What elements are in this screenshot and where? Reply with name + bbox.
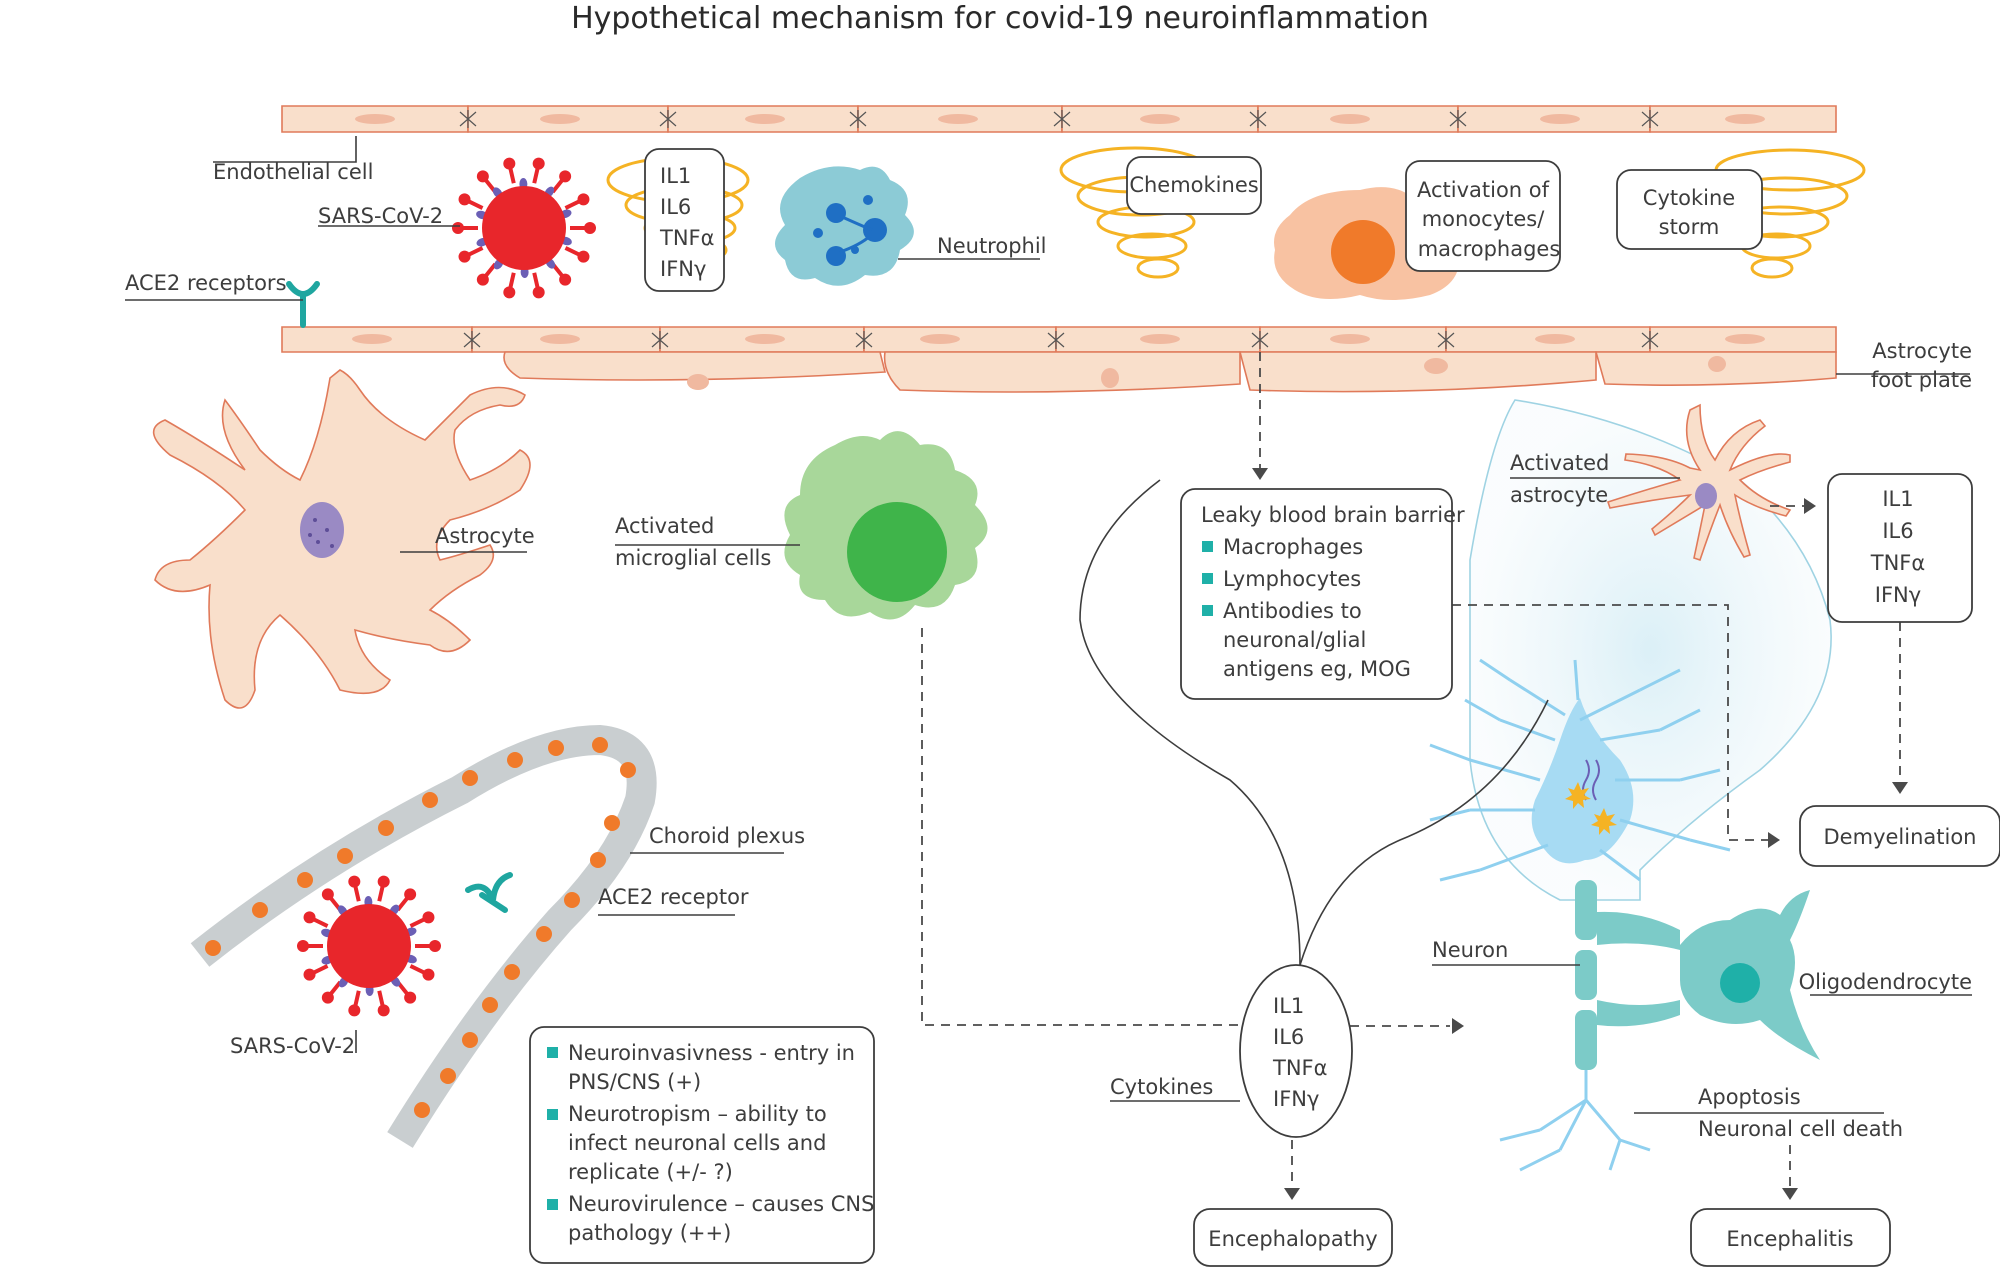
astrocyte-icon [152,369,531,709]
activation-label-2: monocytes/ [1422,207,1546,231]
leaky-bbb-continuation-2: antigens eg, MOG [1223,657,1411,681]
bottom-endothelium [281,326,1837,393]
diagram-title: Hypothetical mechanism for covid-19 neur… [571,1,1429,36]
flow-line [1079,479,1301,966]
apoptosis-label: Apoptosis [1698,1085,1801,1109]
dashed-arrows [921,352,1908,1200]
chemokines-label: Chemokines [1129,173,1258,197]
endothelial-cell-label: Endothelial cell [213,160,373,184]
astrocyte-label: Astrocyte [435,524,535,548]
neuron-label: Neuron [1432,938,1508,962]
neuro-properties-box [529,1026,875,1264]
demyelination-label: Demyelination [1824,825,1977,849]
astrocyte-foot-label-1: Astrocyte [1872,339,1972,363]
astrocyte-foot-label-2: foot plate [1871,368,1972,392]
encephalopathy-box [1193,1208,1393,1267]
ace2-receptor-icon [286,281,320,328]
neutrophil-icon [775,166,914,286]
flow-line [1299,699,1549,966]
choroid-plexus-icon [190,724,657,1148]
astrocyte-territory [1469,399,1832,901]
activated-astrocyte-label-2: astrocyte [1510,483,1608,507]
neuro-box-line-3: Neurotropism – ability to [568,1102,827,1126]
leaky-bbb-item-1: Macrophages [1223,535,1363,559]
cytokine-oval [1239,964,1353,1138]
cytokines-label: Cytokines [1110,1075,1213,1099]
cytokine-oval-1: IL1 [1273,994,1304,1018]
neuro-box-line-6: Neurovirulence – causes CNS [568,1192,874,1216]
top-endothelium [281,105,1837,133]
encephalopathy-label: Encephalopathy [1208,1227,1377,1251]
cytokine-oval-4: IFNγ [1273,1087,1319,1111]
cytokine-top-3: TNFα [659,226,714,250]
neuro-box-line-2: PNS/CNS (+) [568,1070,701,1094]
cytokine-storm-box [1616,169,1763,250]
cytokine-storm-label-2: storm [1659,215,1720,239]
ace2-receptor-label: ACE2 receptor [598,885,749,909]
neuro-box-line-5: replicate (+/- ?) [568,1160,733,1184]
ace2-receptors-label: ACE2 receptors [125,271,287,295]
cytokine-top-4: IFNγ [660,257,706,281]
leader-lines [125,136,1972,1114]
leaky-bbb-continuation-1: neuronal/glial [1223,628,1366,652]
sars-cov-2-label: SARS-CoV-2 [318,204,443,228]
cytokine-box-top [644,148,725,292]
neuro-box-line-7: pathology (++) [568,1221,731,1245]
neuronal-cell-death-label: Neuronal cell death [1698,1117,1903,1141]
neutrophil-label: Neutrophil [937,234,1047,258]
virus-icon [297,875,441,1017]
microglia-icon [784,431,988,620]
oligodendrocyte-icon [1597,890,1820,1060]
activated-microglia-label-1: Activated [615,514,714,538]
neuron-icon [1429,658,1731,1172]
activation-label-3: macrophages [1418,237,1561,261]
cytokine-right-4: IFNγ [1875,583,1921,607]
encephalitis-label: Encephalitis [1726,1227,1853,1251]
activation-label-1: Activation of [1417,178,1550,202]
activation-box [1405,160,1561,272]
cytokine-oval-3: TNFα [1272,1056,1327,1080]
virus-icon [452,157,596,299]
choroid-plexus-label: Choroid plexus [649,824,805,848]
neuro-box-line-1: Neuroinvasivness - entry in [568,1041,855,1065]
sars-cov-2-bottom-label: SARS-CoV-2 [230,1034,355,1058]
demyelination-box [1799,805,2000,867]
cytokine-top-1: IL1 [660,164,691,188]
chemokines-box [1126,156,1262,215]
bullet-markers [547,541,1213,1210]
astrocyte-icon [1606,403,1792,562]
encephalitis-box [1690,1208,1891,1267]
cytokine-storm-label-1: Cytokine [1643,186,1735,210]
cytokine-top-2: IL6 [660,195,691,219]
leaky-bbb-item-2: Lymphocytes [1223,567,1361,591]
cytokine-right-3: TNFα [1870,551,1925,575]
leaky-bbb-title: Leaky blood brain barrier [1201,503,1465,527]
cytokine-oval-2: IL6 [1273,1025,1304,1049]
neuro-box-line-4: infect neuronal cells and [568,1131,826,1155]
cytokine-box-right [1827,473,1973,623]
cytokine-right-1: IL1 [1882,487,1913,511]
leaky-bbb-box [1180,488,1453,700]
cytokine-right-2: IL6 [1882,519,1913,543]
oligodendrocyte-label: Oligodendrocyte [1799,970,1972,994]
leaky-bbb-item-3: Antibodies to [1223,599,1362,623]
activated-microglia-label-2: microglial cells [615,546,771,570]
activated-astrocyte-label-1: Activated [1510,451,1609,475]
ace2-receptor-icon [465,872,513,913]
